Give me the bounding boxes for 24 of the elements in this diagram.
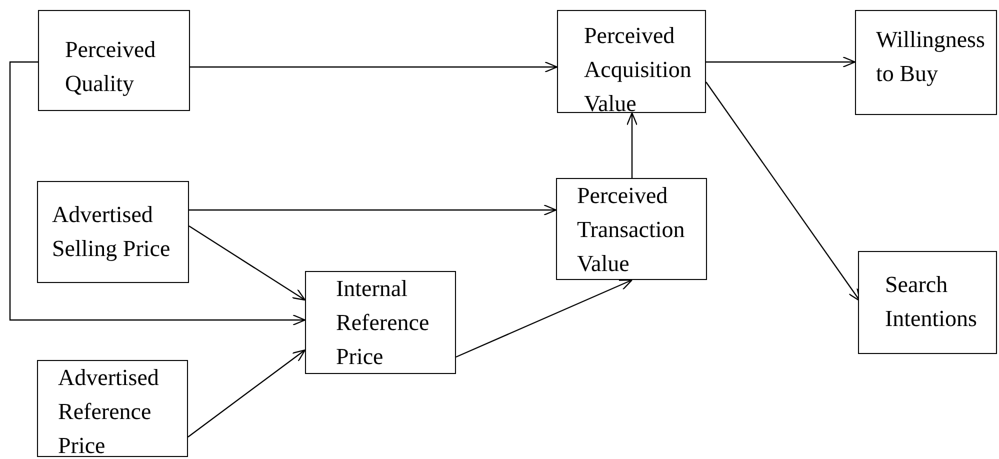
arrow: [188, 226, 306, 301]
concept-box: [556, 178, 707, 280]
box-label: Advertised Selling Price: [52, 201, 172, 263]
arrow: [188, 349, 306, 438]
box-label: Willingness to Buy: [876, 26, 986, 88]
arrow: [9, 61, 306, 326]
arrow: [626, 112, 638, 178]
concept-box: [557, 10, 706, 113]
concept-box: [855, 10, 997, 115]
box-label: Advertised Reference Price: [58, 364, 160, 459]
box-label: Perceived Transaction Value: [577, 182, 686, 278]
arrow: [190, 61, 558, 73]
arrow: [456, 279, 633, 358]
box-label: Internal Reference Price: [336, 275, 430, 371]
concept-box: [858, 251, 997, 354]
box-label: Search Intentions: [885, 271, 978, 333]
concept-box: [37, 181, 189, 283]
arrow: [706, 56, 856, 68]
concept-box: [37, 360, 188, 457]
arrow: [189, 204, 557, 216]
concept-box: [38, 10, 190, 111]
box-label: Perceived Acquisition Value: [584, 22, 692, 118]
box-label: Perceived Quality: [65, 36, 157, 98]
concept-box: [305, 271, 456, 374]
